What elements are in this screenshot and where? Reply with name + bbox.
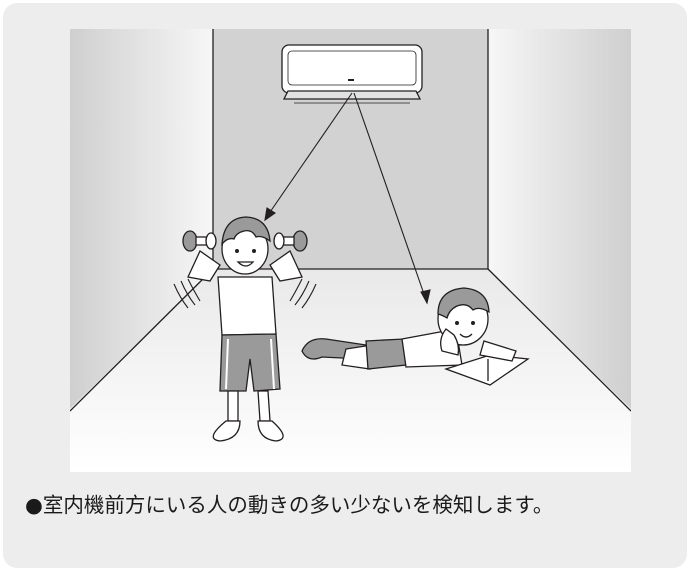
room-illustration (70, 29, 631, 472)
resting-person (301, 287, 530, 386)
right-wall (488, 29, 631, 409)
sensing-arrows (264, 92, 431, 305)
feature-caption: ●室内機前方にいる人の動きの多い少ないを検知します。 (25, 493, 554, 517)
floor (70, 269, 631, 472)
left-wall (70, 29, 213, 409)
active-person (173, 216, 317, 442)
info-panel: ●室内機前方にいる人の動きの多い少ないを検知します。 (3, 3, 687, 568)
room (70, 29, 631, 472)
air-conditioner (281, 44, 423, 104)
